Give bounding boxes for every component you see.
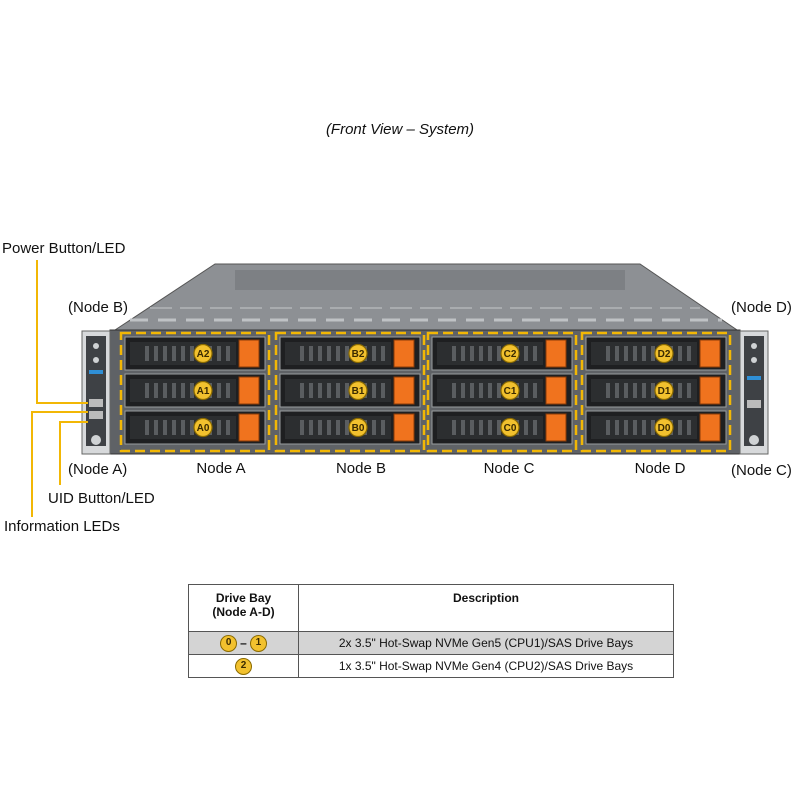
node-b-label: Node B <box>335 460 387 477</box>
description-header: Description <box>298 584 674 632</box>
bay-badge: 1 <box>249 634 267 652</box>
power-callout-line <box>36 260 88 404</box>
range-dash: – <box>240 636 247 650</box>
power-button-led-label: Power Button/LED <box>2 240 126 257</box>
node-a-label: Node A <box>196 460 246 477</box>
bay-badge <box>193 343 213 364</box>
drive-bay[interactable]: C1 <box>431 373 573 408</box>
drive-tray-handle[interactable] <box>393 376 415 405</box>
node-d-label: Node D <box>634 460 686 477</box>
bay-badge-label: C2 <box>504 349 517 360</box>
uid-callout-line <box>59 421 88 485</box>
drive-tray-handle[interactable] <box>699 413 721 442</box>
drive-tray-handle[interactable] <box>699 376 721 405</box>
drive-bay-header-subtext: (Node A-D) <box>212 605 275 619</box>
bay-badges-cell: 0–1 <box>188 631 299 655</box>
drive-bay[interactable]: C0 <box>431 410 573 445</box>
node-outline <box>580 331 732 453</box>
bay-badge <box>654 380 674 401</box>
drive-tray-handle[interactable] <box>238 339 260 368</box>
bay-badge-label: D0 <box>658 423 671 434</box>
table-row: 0–1 2x 3.5" Hot-Swap NVMe Gen5 (CPU1)/SA… <box>188 631 674 655</box>
drive-tray-handle[interactable] <box>545 413 567 442</box>
information-leds-label: Information LEDs <box>4 518 120 535</box>
bay-badge <box>348 343 368 364</box>
bay-badge <box>348 417 368 438</box>
drive-tray-handle[interactable] <box>545 376 567 405</box>
bay-badge <box>500 343 520 364</box>
node-outline <box>274 331 426 453</box>
figure-caption: (Front View – System) <box>325 121 475 138</box>
bay-badge <box>500 380 520 401</box>
bay-badge-label: A1 <box>197 386 210 397</box>
drive-tray-handle[interactable] <box>545 339 567 368</box>
bay-badge <box>193 380 213 401</box>
bay-description: 1x 3.5" Hot-Swap NVMe Gen4 (CPU2)/SAS Dr… <box>298 654 674 678</box>
bay-badge <box>654 343 674 364</box>
bay-badge <box>348 380 368 401</box>
drive-bay-header: Drive Bay (Node A-D) <box>188 584 299 632</box>
drive-bay[interactable]: B2 <box>279 336 421 371</box>
node-b-side-label: (Node B) <box>68 299 129 316</box>
node-c-side-label: (Node C) <box>731 462 792 479</box>
drive-bay[interactable]: A2 <box>124 336 266 371</box>
bay-badge: 2 <box>235 657 252 675</box>
drive-tray-handle[interactable] <box>238 376 260 405</box>
drive-bay-legend-table: Drive Bay (Node A-D) Description 0–1 2x … <box>188 584 674 678</box>
uid-button-led-label: UID Button/LED <box>48 490 155 507</box>
drive-bay[interactable]: B1 <box>279 373 421 408</box>
table-row: 2 1x 3.5" Hot-Swap NVMe Gen4 (CPU2)/SAS … <box>188 654 674 678</box>
chassis-top-panel <box>235 270 625 290</box>
bay-badge-label: A0 <box>197 423 210 434</box>
bay-badge: 0 <box>220 634 238 652</box>
bay-badge-label: D2 <box>658 349 671 360</box>
drive-tray-handle[interactable] <box>699 339 721 368</box>
bay-badge-label: C1 <box>504 386 517 397</box>
bay-badge-label: D1 <box>658 386 671 397</box>
drive-bay-header-text: Drive Bay <box>215 591 272 605</box>
node-outline <box>119 331 271 453</box>
legend-header-row: Drive Bay (Node A-D) Description <box>188 584 674 632</box>
bay-badge-label: C0 <box>504 423 517 434</box>
bay-badge-label: A2 <box>197 349 210 360</box>
bay-badge <box>500 417 520 438</box>
bay-badge-label: B1 <box>352 386 365 397</box>
drive-tray-handle[interactable] <box>393 413 415 442</box>
drive-bay[interactable]: C2 <box>431 336 573 371</box>
node-a-side-label: (Node A) <box>68 461 128 478</box>
drive-tray-handle[interactable] <box>393 339 415 368</box>
node-c-label: Node C <box>483 460 535 477</box>
bay-description: 2x 3.5" Hot-Swap NVMe Gen5 (CPU1)/SAS Dr… <box>298 631 674 655</box>
drive-bay[interactable]: A0 <box>124 410 266 445</box>
drive-tray-handle[interactable] <box>238 413 260 442</box>
drive-bay[interactable]: D1 <box>585 373 727 408</box>
info-callout-line <box>31 411 88 517</box>
bay-badge <box>654 417 674 438</box>
bay-badges-cell: 2 <box>188 654 299 678</box>
drive-bay[interactable]: D0 <box>585 410 727 445</box>
drive-bay[interactable]: B0 <box>279 410 421 445</box>
node-d-side-label: (Node D) <box>731 299 792 316</box>
drive-bay[interactable]: A1 <box>124 373 266 408</box>
bay-badge <box>193 417 213 438</box>
node-outline <box>426 331 578 453</box>
drive-bay[interactable]: D2 <box>585 336 727 371</box>
bay-badge-label: B2 <box>352 349 365 360</box>
bay-badge-label: B0 <box>352 423 365 434</box>
